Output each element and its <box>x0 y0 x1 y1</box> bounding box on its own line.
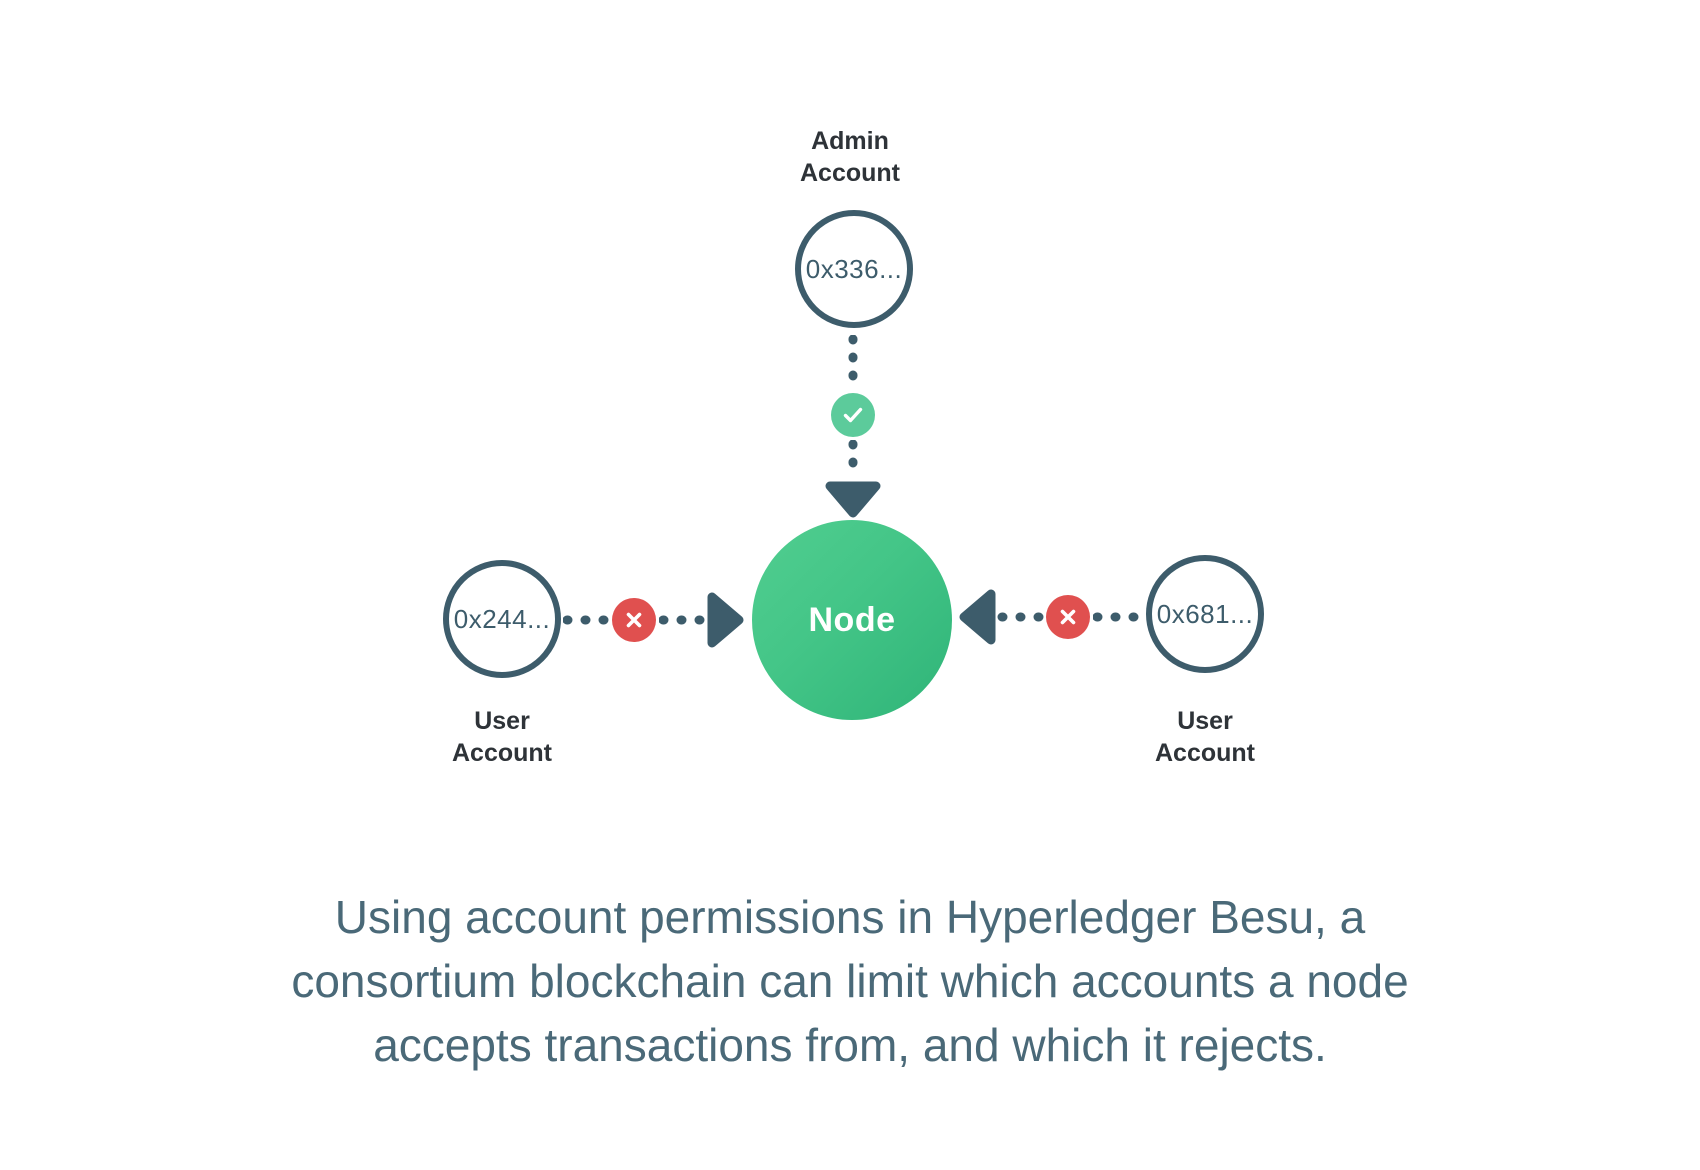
admin-account-circle[interactable]: 0x336... <box>795 210 913 328</box>
x-icon <box>1060 609 1076 625</box>
admin-account-label: Admin Account <box>800 127 900 187</box>
caption-line-2: consortium blockchain can limit which ac… <box>291 955 1409 1007</box>
admin-permission-allowed-badge[interactable] <box>831 393 875 437</box>
x-icon <box>626 612 642 628</box>
user-left-connector-arrowhead <box>707 592 744 648</box>
admin-connector-arrowhead <box>825 481 881 518</box>
admin-connector-dots-lower <box>848 440 858 485</box>
user-right-connector-dots-inner <box>997 612 1051 622</box>
caption-line-3: accepts transactions from, and which it … <box>373 1019 1327 1071</box>
user-left-account-label: User Account <box>452 707 552 767</box>
user-right-account-label: User Account <box>1155 707 1255 767</box>
node-circle[interactable]: Node <box>752 520 952 720</box>
user-left-account-circle[interactable]: 0x244... <box>443 560 561 678</box>
user-right-permission-rejected-badge[interactable] <box>1046 595 1090 639</box>
admin-account-address: 0x336... <box>805 253 903 284</box>
caption-block: Using account permissions in Hyperledger… <box>0 885 1700 1077</box>
user-right-connector-dots-outer <box>1093 612 1148 622</box>
user-left-account-address: 0x244... <box>453 603 551 634</box>
user-left-permission-rejected-badge[interactable] <box>612 598 656 642</box>
user-right-account-address: 0x681... <box>1156 598 1254 629</box>
user-right-connector-arrowhead <box>959 589 996 645</box>
caption-line-1: Using account permissions in Hyperledger… <box>334 891 1366 943</box>
user-right-account-circle[interactable]: 0x681... <box>1146 555 1264 673</box>
node-label: Node <box>808 600 896 639</box>
user-left-connector-dots-inner <box>563 615 613 625</box>
user-left-connector-dots-outer <box>659 615 712 625</box>
check-icon <box>843 407 863 423</box>
admin-connector-dots-upper <box>848 335 858 395</box>
